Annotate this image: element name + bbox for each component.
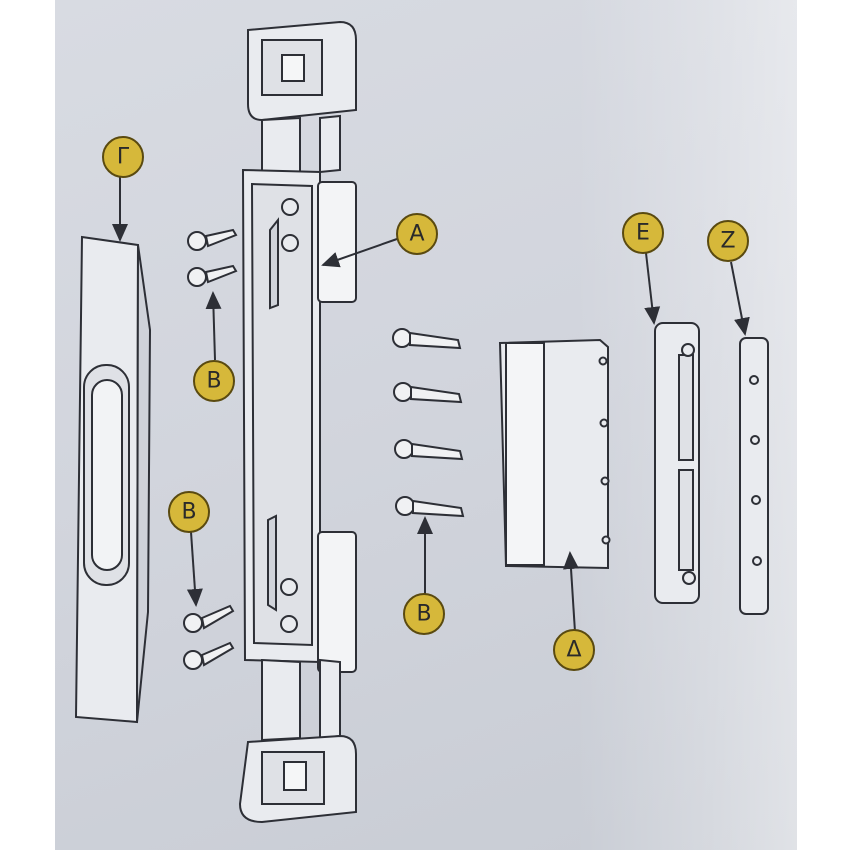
hinge-body-part	[238, 20, 357, 824]
screw-set-left-top	[187, 228, 238, 287]
leader-lines	[112, 170, 750, 633]
strip-z-part	[739, 337, 769, 615]
callout-g-label: Γ	[117, 145, 130, 170]
callout-b-top-left: B	[193, 360, 235, 402]
callout-b-center: B	[403, 593, 445, 635]
bracket-e-part	[654, 322, 700, 604]
callout-b-top-left-label: B	[206, 369, 221, 394]
screw-set-center	[392, 328, 465, 518]
callout-g: Γ	[102, 136, 144, 178]
callout-b-center-label: B	[416, 602, 431, 627]
callout-e-label: E	[636, 221, 650, 246]
cover-plate-part	[74, 235, 152, 724]
callout-d: Δ	[553, 629, 595, 671]
callout-z-label: Z	[720, 229, 735, 254]
screw-set-left-bottom	[183, 604, 235, 670]
callout-e: E	[622, 212, 664, 254]
hinge-leaf-part	[498, 338, 611, 570]
callout-b-bottom-left: B	[168, 491, 210, 533]
callout-b-bottom-left-label: B	[181, 500, 196, 525]
callout-a-label: A	[409, 222, 424, 247]
callout-d-label: Δ	[566, 638, 581, 663]
callout-a: A	[396, 213, 438, 255]
callout-z: Z	[707, 220, 749, 262]
